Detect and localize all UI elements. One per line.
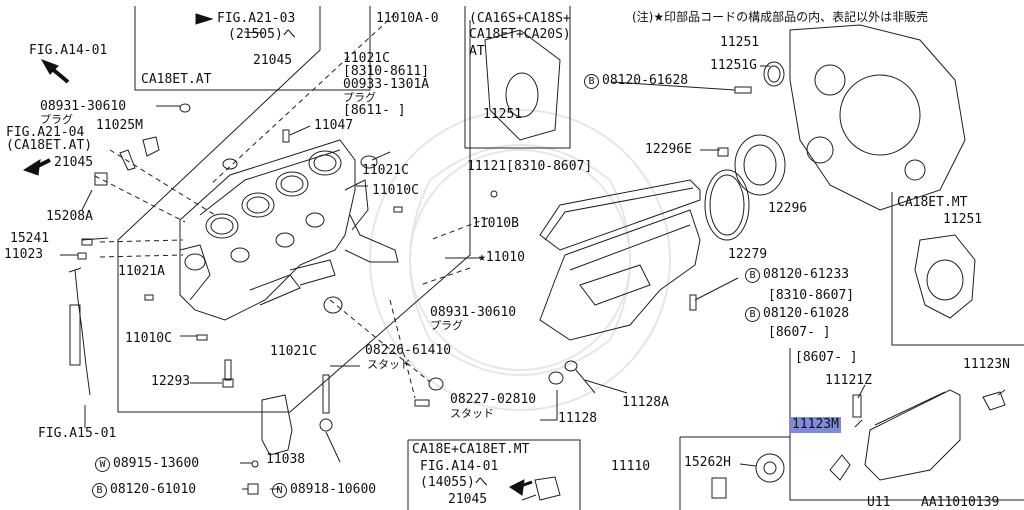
part-08931-b[interactable]: 08931-30610 bbox=[430, 305, 517, 320]
part-08931-a[interactable]: 08931-30610 bbox=[40, 99, 127, 114]
part-11123n[interactable]: 11123N bbox=[963, 357, 1010, 372]
ref-fig-a21-04[interactable]: FIG.A21-04 bbox=[6, 125, 85, 140]
part-21045-b[interactable]: 21045 bbox=[54, 155, 94, 170]
part-11025m[interactable]: 11025M bbox=[96, 118, 143, 133]
bolt-b-mark: B bbox=[92, 483, 107, 498]
part-08227[interactable]: 08227-02810 bbox=[450, 392, 537, 407]
footer-code: AA11010139 bbox=[921, 495, 1000, 510]
part-11021c-top[interactable]: 11021C bbox=[343, 51, 390, 66]
reference-arrows bbox=[22, 13, 533, 496]
bolt-b-mark-3: B bbox=[745, 268, 760, 283]
range-8611: [8611- ] bbox=[343, 103, 406, 118]
box-title-ca16s: (CA16S+CA18S+ bbox=[469, 11, 571, 26]
ref-fig-a21-03[interactable]: FIG.A21-03 bbox=[217, 11, 296, 26]
ref-fig-a15-01[interactable]: FIG.A15-01 bbox=[38, 426, 117, 441]
part-11047[interactable]: 11047 bbox=[314, 118, 354, 133]
part-11021a[interactable]: 11021A bbox=[118, 264, 165, 279]
leader-lines bbox=[60, 18, 1006, 501]
bolt-b-mark-4: B bbox=[745, 307, 760, 322]
plug-label-1: プラグ bbox=[343, 91, 376, 104]
part-11121z[interactable]: 11121Z bbox=[825, 373, 872, 388]
part-08226[interactable]: 08226-61410 bbox=[365, 343, 452, 358]
footer-u11: U11 bbox=[867, 495, 891, 510]
box-title-ca18e-mt: CA18E+CA18ET.MT bbox=[412, 442, 530, 457]
ref-fig-a14-01-top[interactable]: FIG.A14-01 bbox=[29, 43, 108, 58]
watermark-crest bbox=[369, 109, 671, 411]
part-11010c-a[interactable]: 11010C bbox=[372, 183, 419, 198]
part-12293[interactable]: 12293 bbox=[151, 374, 191, 389]
part-11121[interactable]: 11121[8310-8607] bbox=[467, 159, 593, 174]
part-11110[interactable]: 11110 bbox=[611, 459, 651, 474]
part-11251g[interactable]: 11251G bbox=[710, 58, 757, 73]
part-11021c-mid[interactable]: 11021C bbox=[362, 163, 409, 178]
stud-label-1: スタッド bbox=[367, 358, 411, 371]
part-11251-top[interactable]: 11251 bbox=[720, 35, 760, 50]
part-11021c-low[interactable]: 11021C bbox=[270, 344, 317, 359]
part-00933[interactable]: 00933-1301A bbox=[343, 77, 430, 92]
box-title-at: AT bbox=[469, 44, 485, 59]
ref-fig-a14-01-bot[interactable]: FIG.A14-01 bbox=[420, 459, 499, 474]
box-title-ca18et-at: CA18ET.AT bbox=[141, 72, 212, 87]
part-11038[interactable]: 11038 bbox=[266, 452, 306, 467]
engine-block-outline bbox=[179, 139, 399, 321]
part-11010a[interactable]: 11010A-0 bbox=[376, 11, 439, 26]
part-11023[interactable]: 11023 bbox=[4, 247, 44, 262]
plug-label-3: プラグ bbox=[430, 319, 463, 332]
range-8607: [8607- ] bbox=[768, 325, 831, 340]
rear-plate-outline bbox=[789, 24, 966, 211]
part-15208a[interactable]: 15208A bbox=[46, 209, 93, 224]
oil-pan-outline bbox=[539, 179, 701, 341]
disclaimer-note: (注)★印部品コードの構成部品の内、表記以外は非販売 bbox=[632, 10, 929, 24]
stud-label-2: スタッド bbox=[450, 407, 494, 420]
nut-n-mark: N bbox=[272, 483, 287, 498]
washer-w-mark: W bbox=[95, 457, 110, 472]
part-15262h[interactable]: 15262H bbox=[684, 455, 731, 470]
bolt-b-mark-2: B bbox=[584, 74, 599, 89]
part-11010-star[interactable]: ★11010 bbox=[478, 250, 525, 265]
box-title-ca18et-mt: CA18ET.MT bbox=[897, 195, 968, 210]
ref-14055: (14055)へ bbox=[420, 475, 488, 490]
ref-ca18et-at: (CA18ET.AT) bbox=[6, 138, 93, 153]
part-11010b[interactable]: 11010B bbox=[472, 216, 519, 231]
part-11128a[interactable]: 11128A bbox=[622, 395, 669, 410]
part-11010c-b[interactable]: 11010C bbox=[125, 331, 172, 346]
part-11251-mt[interactable]: 11251 bbox=[943, 212, 983, 227]
part-11123m-highlighted[interactable]: 11123M bbox=[790, 417, 841, 433]
part-21045-c[interactable]: 21045 bbox=[448, 492, 488, 507]
part-12279[interactable]: 12279 bbox=[728, 247, 768, 262]
part-12296[interactable]: 12296 bbox=[768, 201, 808, 216]
range-8310-8611: [8310-8611] bbox=[343, 64, 430, 79]
part-11251-box[interactable]: 11251 bbox=[483, 107, 523, 122]
box-title-ca18et-ca20s: CA18ET+CA20S) bbox=[469, 27, 571, 42]
ref-21505: (21505)へ bbox=[228, 27, 296, 42]
range-8607-box: [8607- ] bbox=[795, 350, 858, 365]
part-15241[interactable]: 15241 bbox=[10, 231, 50, 246]
part-11128[interactable]: 11128 bbox=[558, 411, 598, 426]
plug-label-2: プラグ bbox=[40, 113, 73, 126]
part-21045-a[interactable]: 21045 bbox=[253, 53, 293, 68]
part-12296e[interactable]: 12296E bbox=[645, 142, 692, 157]
range-8310-8607: [8310-8607] bbox=[768, 288, 855, 303]
